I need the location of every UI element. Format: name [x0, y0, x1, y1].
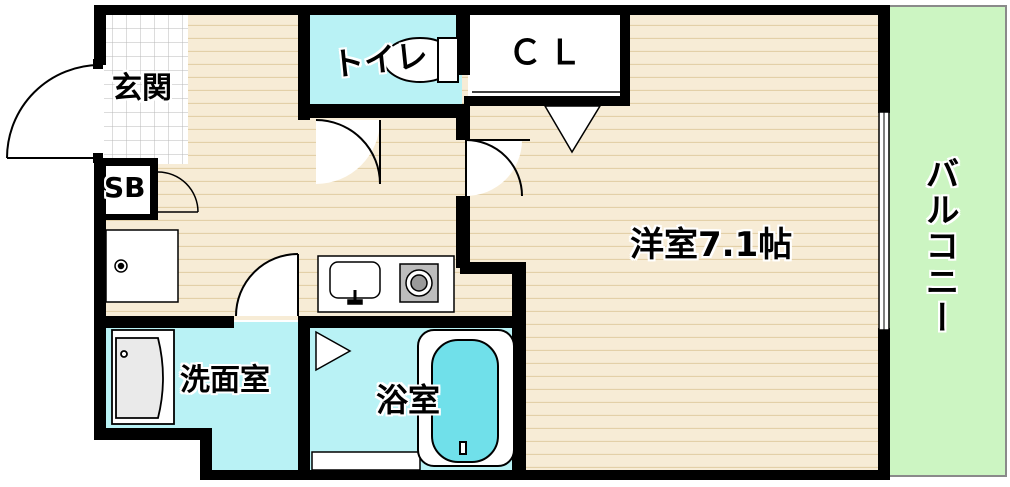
- balcony-floor: [887, 5, 1007, 477]
- entrance-door: [6, 59, 104, 163]
- bathtub: [417, 329, 515, 467]
- washroom-floor-lower: [210, 420, 306, 472]
- kitchen-counter: [317, 255, 455, 313]
- room-door: [465, 139, 530, 197]
- toilet-fixture: [383, 37, 459, 83]
- closet-door-marker: [543, 105, 602, 154]
- shoe-box-door: [157, 171, 199, 213]
- room-label-shoe-box: SB: [104, 171, 146, 204]
- room-label-balcony: バルコニー: [919, 156, 959, 336]
- room-label-washroom: 洗面室: [180, 363, 270, 398]
- room-label-entrance: 玄関: [112, 71, 172, 106]
- toilet-door: [315, 119, 381, 185]
- washroom-door: [235, 253, 299, 317]
- room-label-closet: ＣＬ: [508, 33, 588, 73]
- washing-machine-pan: [105, 229, 179, 303]
- room-label-toilet: トイレ: [330, 36, 430, 84]
- vanity-sink: [111, 329, 175, 425]
- walls: [94, 5, 890, 480]
- window: [878, 111, 890, 331]
- entrance-floor: [100, 14, 188, 164]
- closet-floor: [468, 12, 626, 104]
- bath-step: [311, 451, 421, 471]
- room-label-bathroom: 浴室: [376, 381, 441, 419]
- room-label-western-room: 洋室7.1帖: [630, 225, 793, 265]
- shoe-box-floor: [100, 166, 156, 216]
- bathroom-door-marker: [315, 330, 352, 372]
